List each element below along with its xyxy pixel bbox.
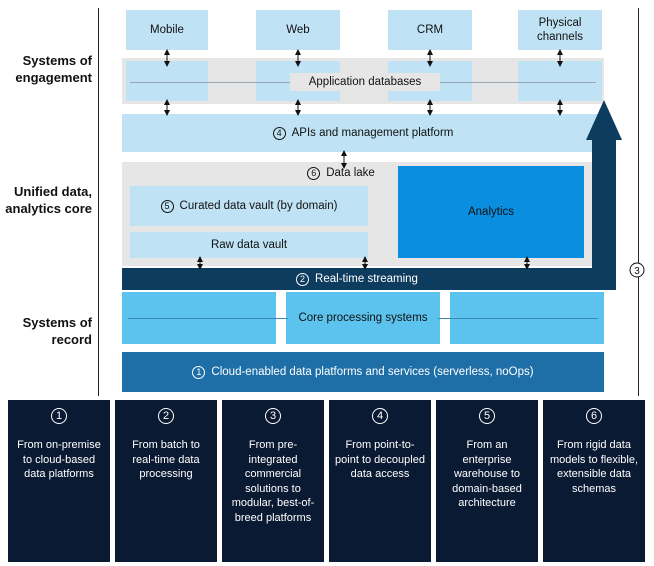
right-rule [638,8,639,396]
shift-card-6: 6 From rigid data models to flexible, ex… [543,400,645,562]
number-4-badge: 4 [372,408,388,424]
shift-4-text: From point-to-point to decoupled data ac… [335,439,425,480]
cloud-platforms: 1 Cloud-enabled data platforms and servi… [122,352,604,392]
channel-mobile: Mobile [126,10,208,50]
apis-platform: 4 APIs and management platform [122,114,604,152]
number-5-icon: 5 [160,199,174,213]
shift-1-text: From on-premise to cloud-based data plat… [17,439,101,480]
big-upward-arrow [586,100,622,290]
number-3-icon [629,262,645,278]
number-6-icon: 6 [307,166,321,180]
label-unified-core: Unified data, analytics core [5,184,92,216]
shift-card-2: 2 From batch to real-time data processin… [115,400,217,562]
core-processing-label: Core processing systems [288,310,438,326]
shift-card-1: 1 From on-premise to cloud-based data pl… [8,400,110,562]
number-1-icon: 1 [192,365,206,379]
connectors: 3 [164,49,645,290]
app-db-col-1 [126,61,208,101]
app-databases-label: Application databases [290,73,440,91]
shift-5-text: From an enterprise warehouse to domain-b… [452,439,522,509]
number-3-badge: 3 [265,408,281,424]
channel-web: Web [256,10,340,50]
label-systems-of-record: Systems of record [22,315,92,347]
shift-card-4: 4 From point-to-point to decoupled data … [329,400,431,562]
number-3-text: 3 [634,266,640,277]
shift-6-text: From rigid data models to flexible, exte… [549,439,639,495]
shift-2-text: From batch to real-time data processing [132,439,200,480]
curated-data-vault: 5 Curated data vault (by domain) [130,186,368,226]
number-2-badge: 2 [158,408,174,424]
data-lake-label: 6 Data lake [286,164,396,182]
app-db-col-4 [518,61,602,101]
raw-data-vault: Raw data vault [130,232,368,258]
shift-3-text: From pre-integrated commercial solutions… [231,439,315,524]
channel-physical: Physical channels [518,10,602,50]
analytics-box: Analytics [398,166,584,258]
real-time-streaming: 2 Real-time streaming [122,268,592,290]
left-rule [98,8,99,396]
number-2-icon: 2 [296,272,310,286]
label-systems-of-engagement: Systems of engagement [15,53,92,85]
shift-card-5: 5 From an enterprise warehouse to domain… [436,400,538,562]
number-4-icon: 4 [272,126,286,140]
number-1-badge: 1 [51,408,67,424]
channel-crm: CRM [388,10,472,50]
number-6-badge: 6 [586,408,602,424]
shift-card-3: 3 From pre-integrated commercial solutio… [222,400,324,562]
number-5-badge: 5 [479,408,495,424]
